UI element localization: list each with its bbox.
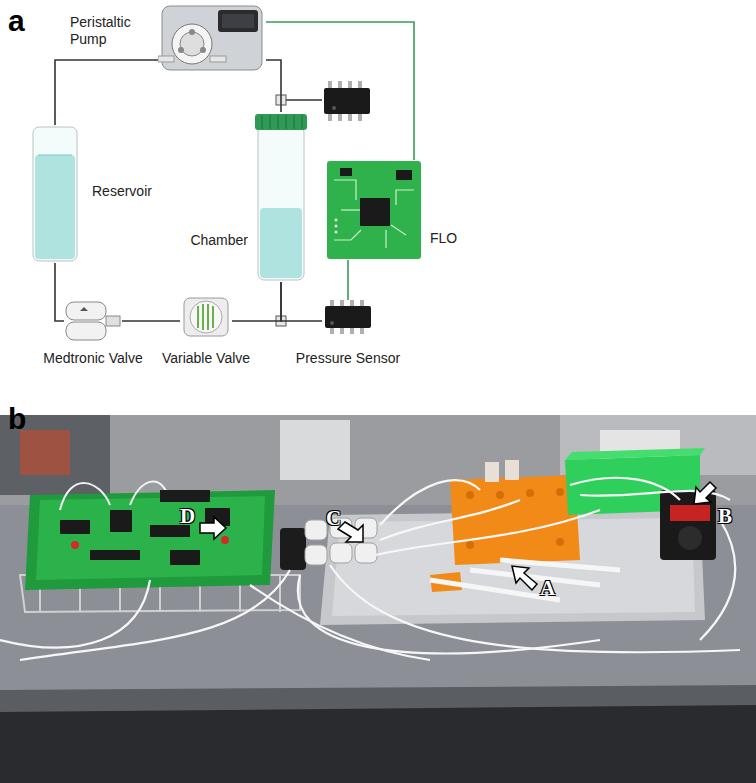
tubing-line	[266, 60, 281, 112]
setup-photo	[0, 415, 756, 783]
callout-letter: A	[540, 576, 555, 601]
peristaltic-pump: Peristaltic Pump	[158, 2, 266, 74]
flo-board-icon	[326, 160, 422, 260]
callout-letter: C	[326, 506, 341, 531]
flo-board: FLO	[326, 160, 422, 260]
signal-wire	[347, 260, 349, 300]
medtronic-valve-icon	[64, 298, 122, 344]
component-label: Chamber	[190, 232, 248, 249]
tubing-line	[122, 320, 180, 322]
variable-valve: Variable Valve	[180, 292, 232, 342]
tubing-line	[232, 282, 281, 321]
reservoir-tube: Reservoir	[30, 125, 80, 263]
chamber-tube-icon	[254, 112, 308, 282]
pressure-sensor: Pressure Sensor	[322, 300, 374, 334]
component-label: FLO	[430, 230, 457, 247]
medtronic-valve: Medtronic Valve	[64, 298, 122, 344]
peristaltic-pump-icon	[158, 2, 266, 74]
callout-letter: B	[718, 504, 732, 529]
panel-letter: a	[8, 4, 25, 38]
pressure-sensor-icon	[322, 300, 374, 334]
tubing-line	[55, 60, 158, 125]
component-label: Reservoir	[92, 183, 152, 200]
component-label: Peristaltic Pump	[70, 14, 152, 48]
variable-valve-icon	[180, 292, 232, 342]
tubing-line	[281, 282, 322, 321]
panel-letter: b	[8, 402, 26, 436]
tubing-line	[55, 263, 64, 321]
chamber-tube: Chamber	[254, 112, 308, 282]
callout-letter: D	[180, 504, 195, 529]
component-label: Variable Valve	[162, 350, 250, 367]
component-label: Medtronic Valve	[43, 350, 142, 367]
reservoir-tube-icon	[30, 125, 80, 263]
component-label: Pressure Sensor	[296, 350, 400, 367]
